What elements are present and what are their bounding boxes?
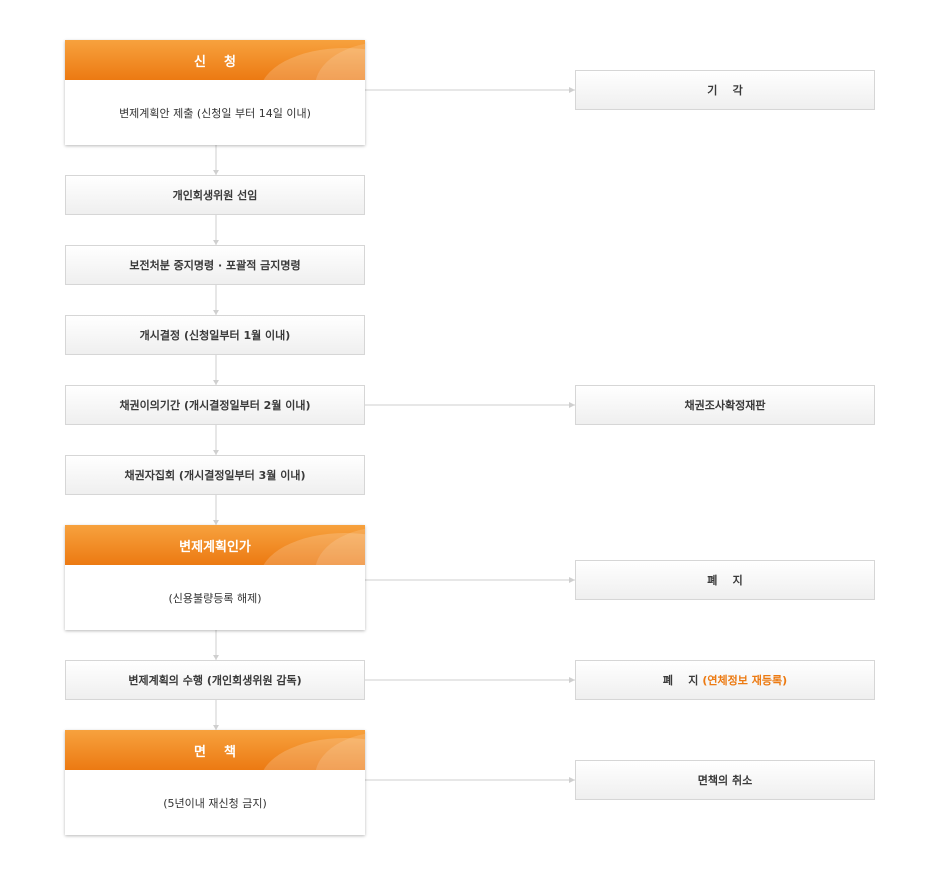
- apply-step-header: 신 청: [65, 40, 365, 80]
- discharge-step-card: 면 책 (5년이내 재신청 금지): [65, 730, 365, 835]
- approval-step-card: 변제계획인가 (신용불량등록 해제): [65, 525, 365, 630]
- discharge-step-header: 면 책: [65, 730, 365, 770]
- abolition-reregister-outcome: 폐 지 (연체정보 재등록): [575, 660, 875, 700]
- claim-objection-period-step: 채권이의기간 (개시결정일부터 2월 이내): [65, 385, 365, 425]
- preservation-order-step: 보전처분 중지명령 · 포괄적 금지명령: [65, 245, 365, 285]
- approval-step-header: 변제계획인가: [65, 525, 365, 565]
- abolition-label: 폐 지: [707, 574, 743, 587]
- apply-step-card: 신 청 변제계획안 제출 (신청일 부터 14일 이내): [65, 40, 365, 145]
- dismissal-outcome: 기 각: [575, 70, 875, 110]
- abolition-reregister-label: 폐 지: [662, 674, 699, 687]
- apply-step-title: 신 청: [193, 54, 237, 70]
- trustee-appointment-step: 개인회생위원 선임: [65, 175, 365, 215]
- approval-step-title: 변제계획인가: [179, 539, 251, 555]
- discharge-step-body: (5년이내 재신청 금지): [163, 796, 267, 810]
- dismissal-label: 기 각: [707, 84, 743, 97]
- claim-trial-outcome: 채권조사확정재판: [575, 385, 875, 425]
- discharge-step-title: 면 책: [193, 744, 237, 760]
- commencement-decision-step: 개시결정 (신청일부터 1월 이내): [65, 315, 365, 355]
- creditors-meeting-step: 채권자집회 (개시결정일부터 3월 이내): [65, 455, 365, 495]
- discharge-cancel-outcome: 면책의 취소: [575, 760, 875, 800]
- plan-performance-step: 변제계획의 수행 (개인회생위원 감독): [65, 660, 365, 700]
- apply-step-body: 변제계획안 제출 (신청일 부터 14일 이내): [119, 106, 311, 120]
- reregister-note: (연체정보 재등록): [702, 674, 788, 687]
- abolition-outcome: 폐 지: [575, 560, 875, 600]
- approval-step-body: (신용불량등록 해제): [168, 591, 262, 605]
